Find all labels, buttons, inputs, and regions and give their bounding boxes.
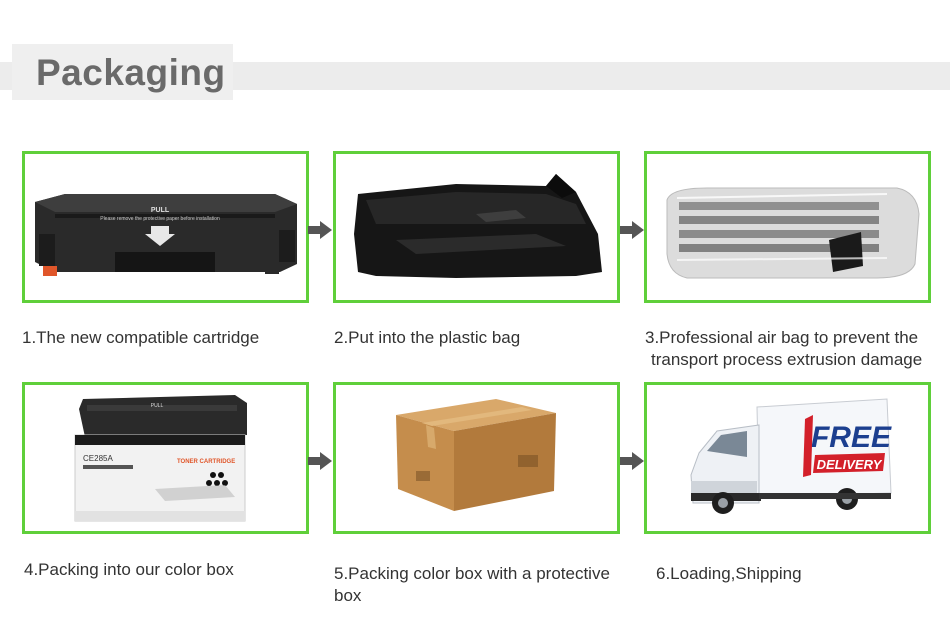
header-tab	[12, 44, 233, 100]
toner-cartridge-image: PULL Please remove the protective paper …	[25, 154, 306, 300]
delivery-truck-image: FREE DELIVERY	[647, 385, 928, 531]
arrow-right-icon	[620, 452, 644, 470]
svg-text:PULL: PULL	[151, 403, 164, 409]
step-3-caption-line-2: transport process extrusion damage	[651, 350, 923, 369]
step-1-caption: 1.The new compatible cartridge	[22, 328, 260, 347]
truck-free-label: FREE	[811, 421, 892, 454]
arrow-right-icon	[308, 452, 332, 470]
box-brand-label: TONER CARTRIDGE	[177, 459, 235, 465]
black-plastic-bag-image	[336, 154, 617, 300]
cartridge-pull-instruction: Please remove the protective paper befor…	[100, 216, 220, 222]
cardboard-shipping-box-image	[336, 385, 617, 531]
step-6-image-panel: FREE DELIVERY	[644, 382, 931, 534]
step-2-image-panel	[333, 151, 620, 303]
step-6-caption: 6.Loading,Shipping	[656, 564, 802, 583]
arrow-right-icon	[308, 221, 332, 239]
color-box-with-cartridge-image: PULL CE285A TONER CARTRIDGE	[25, 385, 306, 531]
step-4-image-panel: PULL CE285A TONER CARTRIDGE	[22, 382, 309, 534]
truck-delivery-label: DELIVERY	[817, 457, 883, 472]
cartridge-pull-label: PULL	[151, 207, 170, 214]
step-5-caption-line-2: box	[334, 586, 362, 605]
step-5-caption-line-1: 5.Packing color box with a protective	[334, 564, 610, 583]
arrow-down-icon	[145, 226, 175, 246]
step-1-image-panel: PULL Please remove the protective paper …	[22, 151, 309, 303]
step-4-caption: 4.Packing into our color box	[24, 560, 234, 579]
step-5-image-panel	[333, 382, 620, 534]
page-title: Packaging	[36, 52, 226, 93]
step-3-image-panel	[644, 151, 931, 303]
air-bag-wrapped-cartridge-image	[647, 154, 928, 300]
arrow-right-icon	[620, 221, 644, 239]
step-3-caption-line-1: 3.Professional air bag to prevent the	[645, 328, 919, 347]
box-model-label: CE285A	[83, 454, 113, 463]
step-2-caption: 2.Put into the plastic bag	[334, 328, 521, 347]
